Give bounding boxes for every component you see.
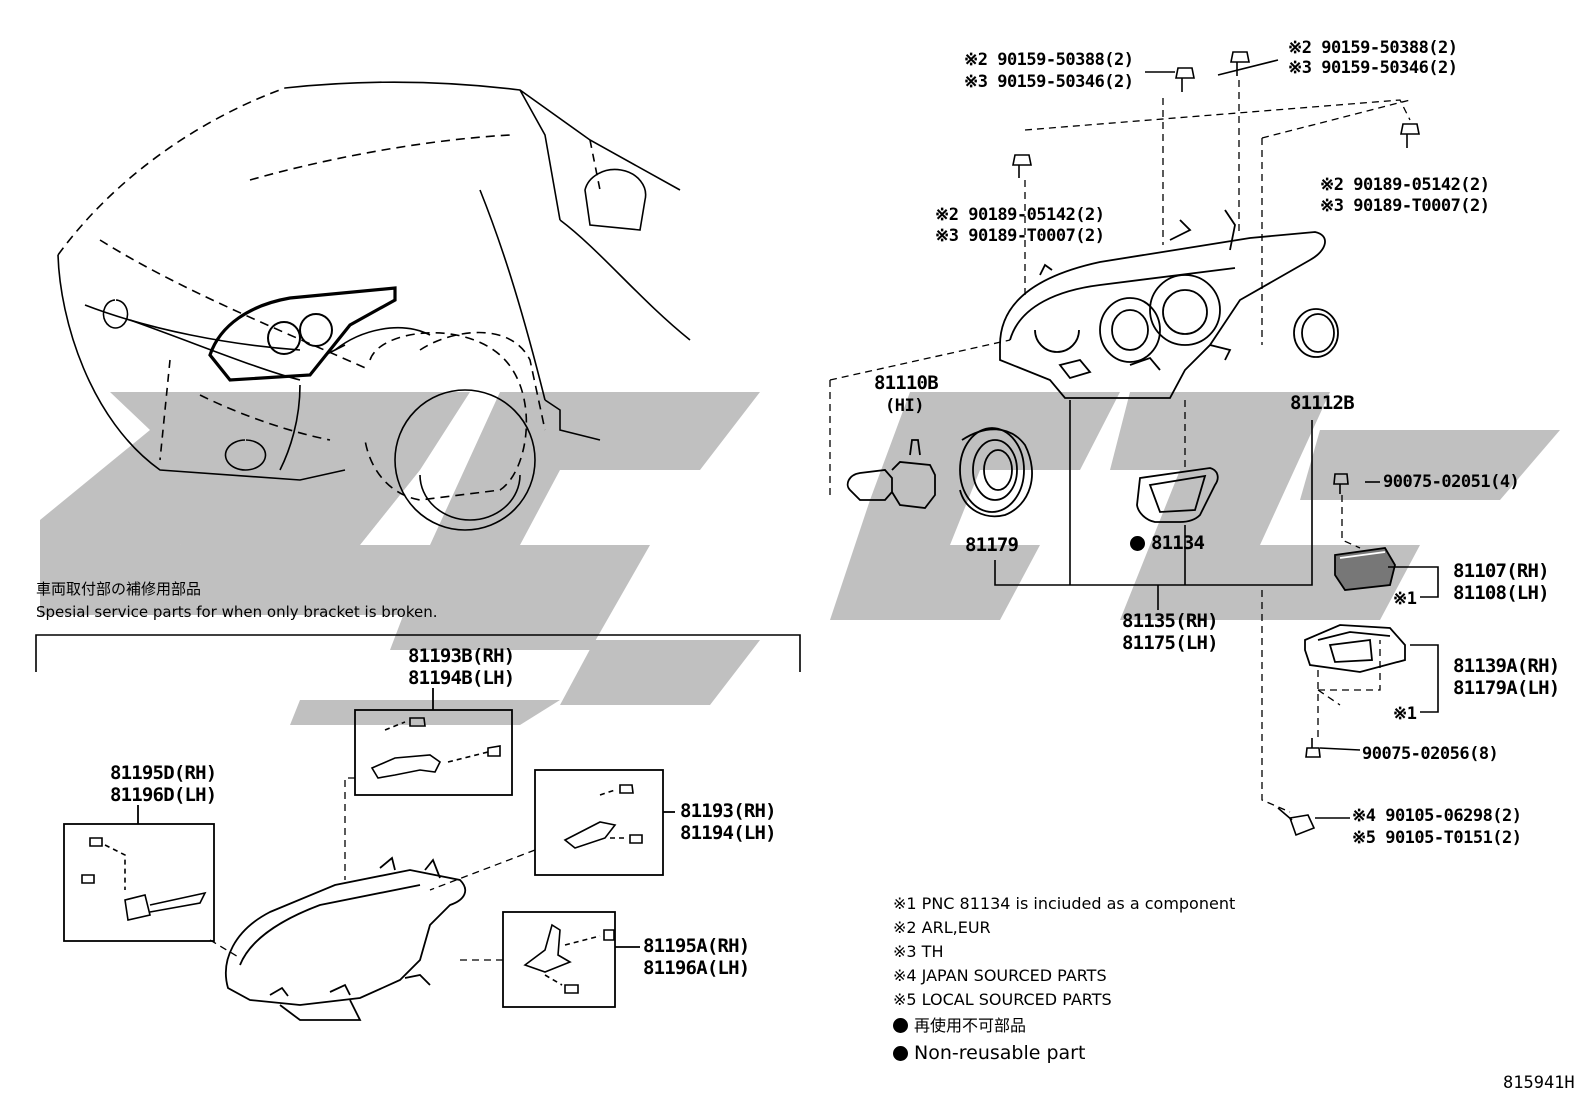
- callout-ballast-lh: 81179A(LH): [1453, 677, 1560, 699]
- special-bracket-boxes: [63, 688, 675, 1008]
- callout-assembly-lh: 81175(LH): [1122, 632, 1219, 654]
- ballast-drawing: [1304, 624, 1406, 673]
- callout-screw-small: 90075-02051(4): [1383, 472, 1520, 492]
- figure-id: 815941H: [1503, 1073, 1575, 1093]
- note-3: ※3 TH: [893, 942, 944, 961]
- callout-bracket-d-lh: 81196D(LH): [110, 784, 217, 806]
- note-1: ※1 PNC 81134 is inciuded as a component: [893, 894, 1236, 913]
- callout-top-left-bolt-2: ※3 90159-50346(2): [964, 72, 1134, 92]
- special-section-title-en: Spesial service parts for when only brac…: [36, 603, 438, 621]
- headlamp-assembly-drawing: [999, 209, 1326, 399]
- callout-bolt-bottom-1: ※4 90105-06298(2): [1352, 806, 1522, 826]
- fastener-drawings: [1012, 51, 1420, 837]
- vehicle-front-outline: [57, 81, 691, 531]
- callout-left-clip-1: ※2 90189-05142(2): [935, 205, 1105, 225]
- vehicle-headlamp-highlight: [208, 286, 397, 382]
- callout-ballast-ctrl-rh: 81107(RH): [1453, 560, 1550, 582]
- special-section-frame: [35, 634, 801, 672]
- special-section-title-jp: 車両取付部の補修用部品: [36, 580, 202, 598]
- callout-bracket-b-rh: 81193B(RH): [408, 645, 515, 667]
- cap-drawing: [1293, 308, 1339, 358]
- callout-right-clip-1: ※2 90189-05142(2): [1320, 175, 1490, 195]
- callout-bracket-d-rh: 81195D(RH): [110, 762, 217, 784]
- special-bracket-parts: [81, 717, 643, 994]
- leader-lines: [829, 80, 1411, 813]
- callout-bracket-c-rh: 81193(RH): [680, 800, 777, 822]
- callout-right-clip-2: ※3 90189-T0007(2): [1320, 196, 1490, 216]
- callout-bolt-bottom-2: ※5 90105-T0151(2): [1352, 828, 1522, 848]
- callout-bracket-c-lh: 81194(LH): [680, 822, 777, 844]
- note-5: ※5 LOCAL SOURCED PARTS: [893, 990, 1112, 1009]
- callout-cap: 81112B: [1290, 392, 1355, 414]
- lower-headlamp-drawing: [225, 856, 467, 1021]
- legend-en: Non-reusable part: [893, 1042, 1085, 1064]
- callout-left-clip-2: ※3 90189-T0007(2): [935, 226, 1105, 246]
- callout-ballast-rh: 81139A(RH): [1453, 655, 1560, 677]
- callout-assembly-rh: 81135(RH): [1122, 610, 1219, 632]
- note-4: ※4 JAPAN SOURCED PARTS: [893, 966, 1107, 985]
- non-reusable-dot-icon: [1130, 536, 1145, 551]
- callout-screw-ballast: 90075-02056(8): [1362, 744, 1499, 764]
- bulb-drawing: [846, 439, 936, 509]
- lower-leader-lines: [209, 777, 536, 961]
- callout-ballast-ctrl-note: ※1: [1393, 589, 1417, 609]
- callout-top-right-bolt-1: ※2 90159-50388(2): [1288, 38, 1458, 58]
- legend-dot-icon: [893, 1018, 908, 1033]
- gasket-drawing: [1136, 467, 1219, 523]
- callout-bracket-a-lh: 81196A(LH): [643, 957, 750, 979]
- callout-ring: 81179: [965, 534, 1019, 556]
- callout-ballast-note: ※1: [1393, 704, 1417, 724]
- callout-top-right-bolt-2: ※3 90159-50346(2): [1288, 58, 1458, 78]
- callout-bracket-b-lh: 81194B(LH): [408, 667, 515, 689]
- legend-jp: 再使用不可部品: [893, 1016, 1026, 1036]
- callout-bulb: 81110B: [874, 372, 939, 394]
- legend-dot-icon: [893, 1046, 908, 1061]
- ballast-control-drawing: [1334, 547, 1396, 591]
- callout-bulb-type: (HI): [885, 396, 924, 416]
- callout-ballast-ctrl-lh: 81108(LH): [1453, 582, 1550, 604]
- assembly-bracket-lines: [994, 59, 1439, 819]
- callout-top-left-bolt-1: ※2 90159-50388(2): [964, 50, 1134, 70]
- watermark-logo: [40, 392, 1560, 725]
- callout-bracket-a-rh: 81195A(RH): [643, 935, 750, 957]
- callout-gasket: 81134: [1130, 532, 1205, 554]
- ring-drawing: [959, 427, 1033, 518]
- note-2: ※2 ARL,EUR: [893, 918, 991, 937]
